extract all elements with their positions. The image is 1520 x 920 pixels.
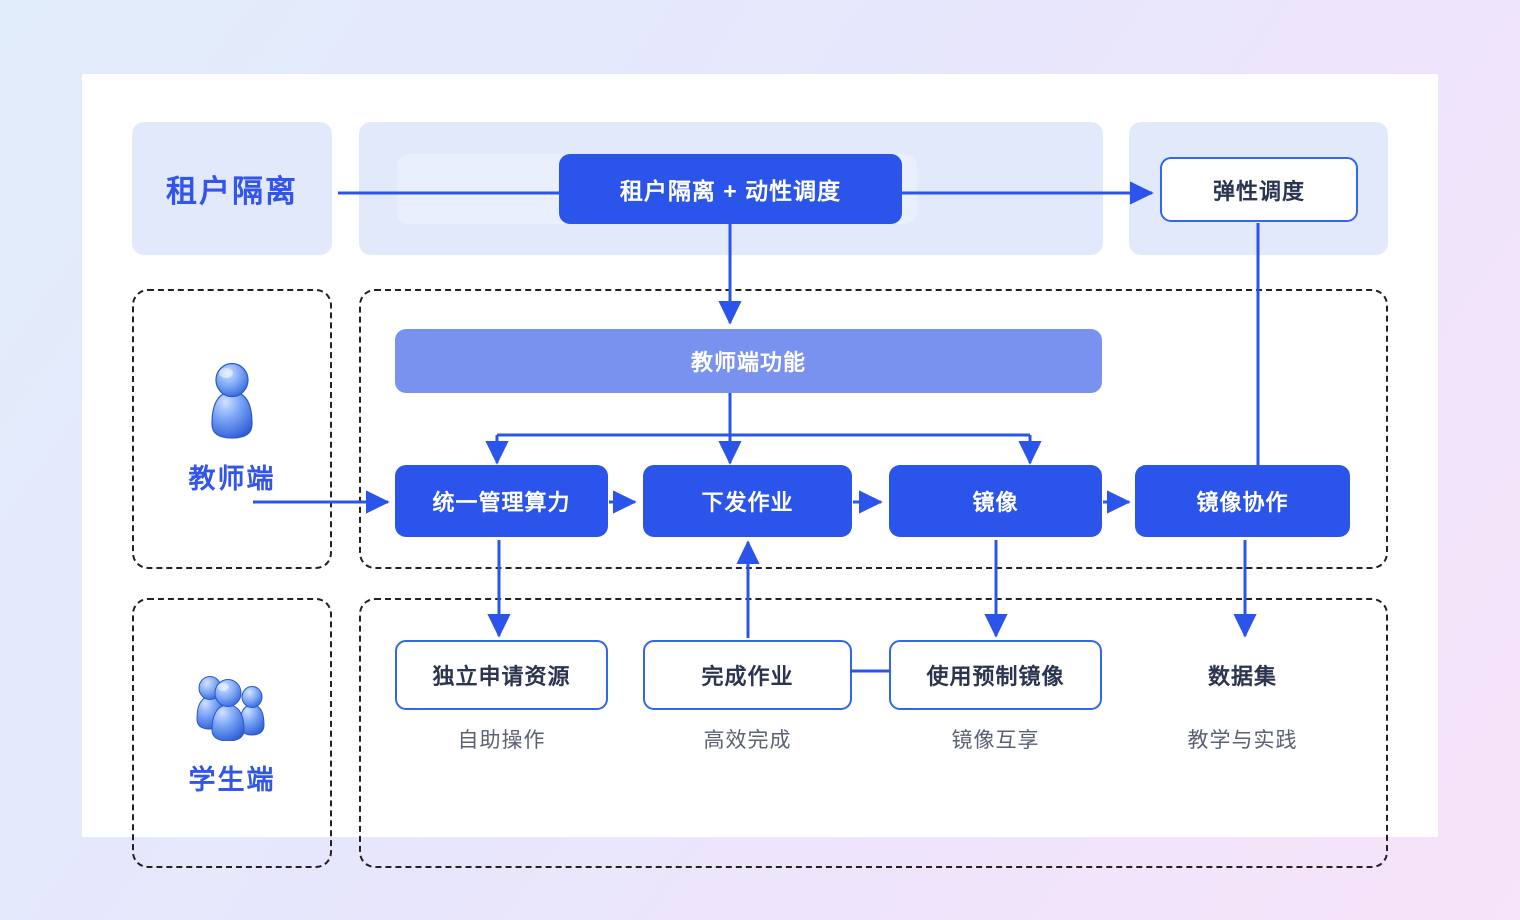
tenant-label-band: 租户隔离 xyxy=(132,122,332,255)
teacher-function-bar[interactable]: 教师端功能 xyxy=(395,329,1102,393)
node-independent-resource-request[interactable]: 独立申请资源 xyxy=(395,640,608,710)
single-person-icon xyxy=(204,362,260,445)
student-role: 学生端 xyxy=(134,600,330,866)
teacher-flow-container xyxy=(359,289,1388,569)
caption-self-service: 自助操作 xyxy=(457,729,546,752)
node-image[interactable]: 镜像 xyxy=(889,465,1102,537)
teacher-role: 教师端 xyxy=(134,291,330,567)
caption-efficient-completion: 高效完成 xyxy=(703,729,792,752)
node-image-collaboration[interactable]: 镜像协作 xyxy=(1135,465,1350,537)
node-use-prebuilt-image[interactable]: 使用预制镜像 xyxy=(889,640,1102,710)
tenant-label: 租户隔离 xyxy=(166,174,298,209)
student-role-label: 学生端 xyxy=(188,765,276,795)
group-people-icon xyxy=(192,669,272,746)
node-assign-homework[interactable]: 下发作业 xyxy=(643,465,852,537)
node-tenant-isolation-scheduling[interactable]: 租户隔离 + 动性调度 xyxy=(559,154,902,224)
teacher-role-container: 教师端 xyxy=(132,289,332,569)
diagram-canvas: 租户隔离 租户隔离 + 动性调度 弹性调度 xyxy=(82,74,1438,868)
node-elastic-scheduling[interactable]: 弹性调度 xyxy=(1160,157,1358,222)
student-role-container: 学生端 xyxy=(132,598,332,868)
caption-image-sharing: 镜像互享 xyxy=(951,729,1040,752)
teacher-role-label: 教师端 xyxy=(188,464,276,494)
node-unified-compute-management[interactable]: 统一管理算力 xyxy=(395,465,608,537)
node-complete-homework[interactable]: 完成作业 xyxy=(643,640,852,710)
node-dataset: 数据集 xyxy=(1207,664,1277,689)
caption-teaching-practice: 教学与实践 xyxy=(1187,729,1298,752)
student-flow-container xyxy=(359,598,1388,868)
